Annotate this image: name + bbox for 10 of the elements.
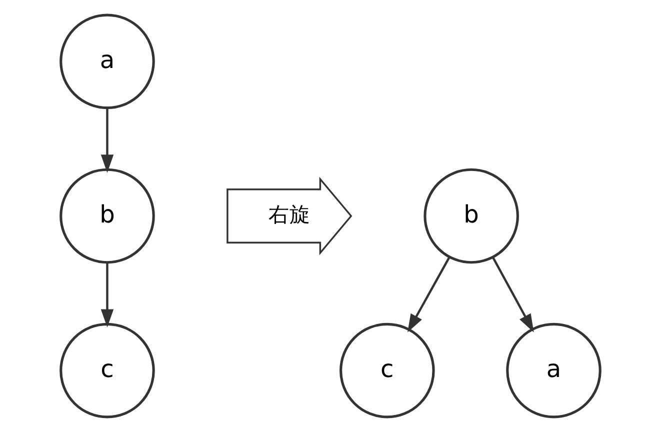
arrow [100,263,114,328]
arrow [100,108,114,173]
node-circle: b [423,168,518,264]
node-circle: b [59,168,154,264]
node-circle: c [59,322,154,418]
node-circle: c [339,322,434,418]
node-circle: a [506,322,601,418]
arrow [492,256,534,332]
node-circle: a [59,14,154,110]
arrow [407,256,450,332]
